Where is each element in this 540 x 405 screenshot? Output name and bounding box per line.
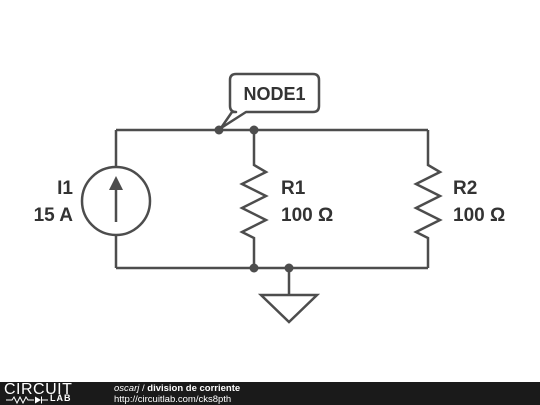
- author-link[interactable]: oscarj: [114, 383, 140, 394]
- r1-name-label: R1: [281, 178, 306, 199]
- footer-bar: CIRCUIT LAB oscarj / division de corrien…: [0, 381, 540, 405]
- current-source-symbol[interactable]: [80, 165, 152, 237]
- r2-value-label: 100 Ω: [453, 205, 505, 226]
- circuit-schematic: NODE1 I1 15 A R1 100 Ω R2 100 Ω: [34, 72, 505, 324]
- junction-dot: [284, 263, 294, 273]
- wires: [114, 128, 430, 295]
- r2-name-label: R2: [453, 178, 477, 199]
- node-label: NODE1: [243, 84, 305, 104]
- separator: /: [139, 383, 148, 394]
- logo-text-bottom: LAB: [50, 393, 72, 403]
- schematic-title: division de corriente: [147, 383, 241, 394]
- logo-text-top: CIRCUIT: [4, 381, 73, 398]
- source-name-label: I1: [57, 178, 73, 199]
- schematic-url[interactable]: http://circuitlab.com/cks8pth: [114, 394, 232, 405]
- resistor-r2-symbol[interactable]: [413, 158, 443, 240]
- ground-symbol[interactable]: [257, 293, 321, 324]
- junction-dot: [249, 263, 259, 273]
- source-value-label: 15 A: [34, 205, 74, 226]
- r1-value-label: 100 Ω: [281, 205, 333, 226]
- circuitlab-logo[interactable]: CIRCUIT LAB: [4, 381, 92, 404]
- schematic-info: oscarj / division de corriente: [114, 383, 240, 394]
- resistor-r1-symbol[interactable]: [239, 158, 269, 240]
- junction-dot: [249, 125, 259, 135]
- resistor-diode-icon: [6, 396, 48, 404]
- node-label-callout[interactable]: NODE1: [219, 72, 321, 130]
